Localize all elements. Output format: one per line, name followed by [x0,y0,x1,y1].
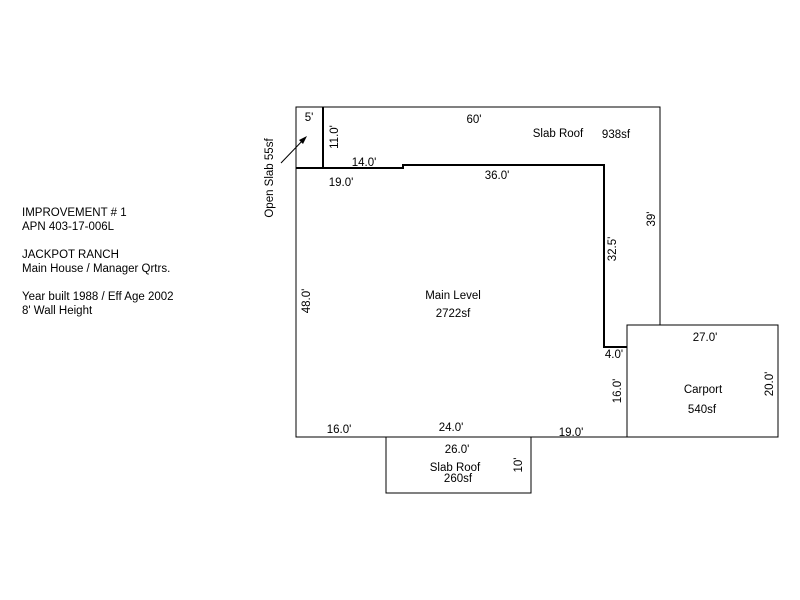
dim-inner-32-5: 32.5' [607,237,619,262]
dim-bottom-16: 16.0' [327,424,352,436]
open-slab-label: Open Slab 55sf [264,138,276,218]
slab-roof-bottom-size: 260sf [444,473,473,485]
dim-open-slab-5: 5' [305,112,314,124]
improvement-number: IMPROVEMENT # 1 [22,207,127,219]
slab-roof-top-outline [295,106,661,325]
open-slab-arrowhead [299,136,307,144]
dim-carport-16: 16.0' [612,379,624,404]
main-level-name: Main Level [425,290,481,302]
dim-left-top-19: 19.0' [329,177,354,189]
dim-step-36: 36.0' [485,170,510,182]
main-level-outline [296,164,627,348]
carport-size: 540sf [688,404,717,416]
dim-slab-26: 26.0' [445,444,470,456]
building-description: Main House / Manager Qrtrs. [22,263,171,275]
slab-roof-bottom-outline [385,437,532,494]
apn-number: APN 403-17-006L [22,221,115,233]
dim-open-slab-11: 11.0' [329,125,341,149]
dim-left-48: 48.0' [301,289,313,314]
dim-slab-10: 10' [513,458,525,473]
dim-top-60: 60' [467,114,482,126]
slab-roof-top-name: Slab Roof [533,128,584,140]
property-name: JACKPOT RANCH [22,249,119,261]
main-level-size: 2722sf [436,308,471,320]
slab-roof-top-size: 938sf [602,129,631,141]
open-slab-arrow [280,137,306,164]
carport-outline [626,324,779,438]
dim-carport-27: 27.0' [693,332,718,344]
dim-bottom-24: 24.0' [439,422,464,434]
dim-carport-20: 20.0' [764,372,776,397]
main-level-outline-lower [295,168,627,438]
dim-notch-4: 4.0' [605,349,623,361]
wall-height: 8' Wall Height [22,305,93,317]
year-built: Year built 1988 / Eff Age 2002 [22,291,174,303]
slab-roof-bottom-name: Slab Roof [430,462,481,474]
dim-step-14: 14.0' [352,157,377,169]
dim-bottom-19: 19.0' [559,427,584,439]
property-info-block: IMPROVEMENT # 1 APN 403-17-006L JACKPOT … [22,206,174,318]
carport-name: Carport [684,384,723,396]
dim-right-39: 39' [646,212,658,227]
